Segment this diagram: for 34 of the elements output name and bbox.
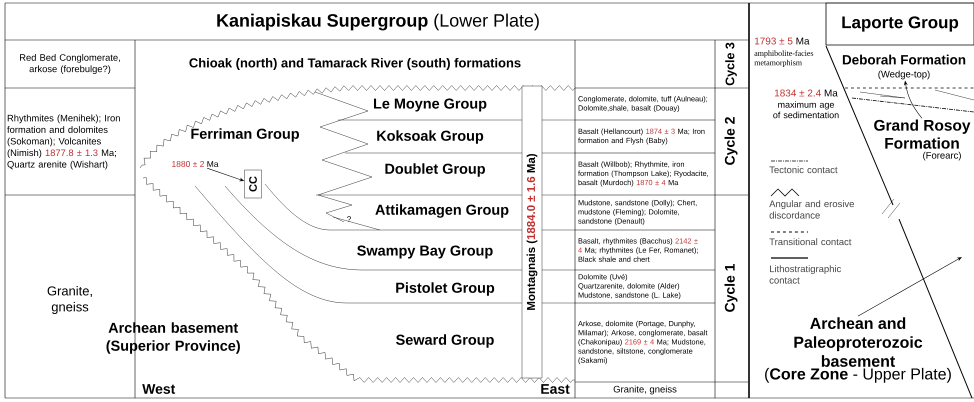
basement-label: Archean and Paleoproterozoic basement (Core Zone - Upper Plate) — [765, 317, 951, 383]
group-label: Koksoak Group — [377, 130, 484, 144]
cycle-label: Cycle 1 — [724, 264, 738, 312]
legend-item: Lithostratigraphic contact — [770, 257, 842, 284]
unit-box: CC — [244, 170, 262, 198]
cycle-label: Cycle 3 — [725, 42, 737, 86]
direction-label: West — [142, 384, 176, 394]
formation-label: Grand Rosoy Formation (Forearc) — [874, 119, 970, 161]
group-label: Doublet Group — [385, 163, 485, 177]
age-note: maximum age of sedimentation — [773, 101, 839, 118]
age-label: 1880 ± 2 Ma — [172, 161, 218, 167]
formation-label: Deborah Formation (Wedge-top) — [842, 54, 966, 80]
arrow — [858, 257, 962, 316]
group-label: Attikamagen Group — [375, 204, 508, 218]
direction-label: East — [541, 384, 570, 394]
formation-label: Chioak (north) and Tamarack River (south) formations — [189, 58, 521, 70]
group-label: Le Moyne Group — [374, 98, 486, 112]
group-label: Pistolet Group — [396, 282, 494, 296]
header-cell: Laporte Group — [826, 2, 974, 46]
table-cell: Red Bed Conglomerate, arkose (forebulge?) — [20, 54, 120, 74]
group-label: Swampy Bay Group — [357, 245, 493, 259]
cycle-label: Cycle 2 — [724, 117, 738, 165]
legend-item: Tectonic contact — [769, 160, 838, 174]
group-label: Seward Group — [396, 334, 494, 348]
header-cell: Kaniapiskau Supergroup (Lower Plate) — [217, 14, 539, 30]
table-cell: Granite, gneiss — [48, 286, 92, 314]
group-label: Ferriman Group — [191, 128, 299, 142]
legend-item: Transitional contact — [769, 232, 852, 246]
age-label: 1793 ± 5 Ma — [754, 37, 810, 45]
legend-item: Angular and erosive discordance — [769, 188, 854, 219]
age-label: 1834 ± 2.4 Ma — [774, 89, 838, 97]
table-cell: Granite, gneiss — [614, 386, 676, 394]
table-cell: Rhythmites (Menihek); Iron formation and dolomites (Sokoman); Volcanites (Nimish) 1877.8 ± 1.3 Ma; Quartz arenite (Wishart) — [7, 114, 120, 170]
intrusion-bar: Montagnais (1884.0 ± 1.6 Ma) — [522, 86, 542, 378]
